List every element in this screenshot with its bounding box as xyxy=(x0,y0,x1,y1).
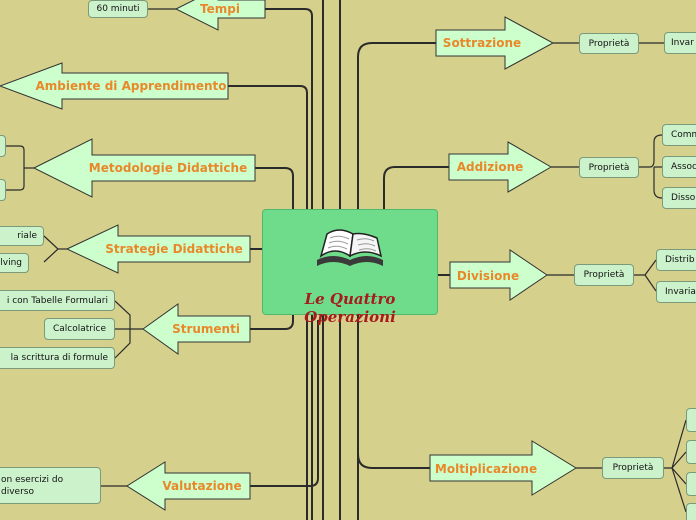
branch-label-sottrazione[interactable]: Sottrazione xyxy=(442,36,522,50)
leaf-moltiplicazione-0[interactable] xyxy=(686,408,696,432)
leaf-moltiplicazione-3[interactable] xyxy=(686,503,696,520)
arrow-tempi xyxy=(174,0,266,31)
branch-label-strumenti[interactable]: Strumenti xyxy=(172,322,240,336)
arrow-addizione xyxy=(448,141,552,193)
leaf-addizione-1[interactable]: Assoc xyxy=(662,156,696,178)
branch-label-strategie[interactable]: Strategie Didattiche xyxy=(105,242,243,256)
central-topic[interactable]: Le Quattro Operazioni xyxy=(262,209,438,326)
leaf-strategie-1[interactable]: lving xyxy=(0,253,29,273)
central-title: Le Quattro Operazioni xyxy=(304,290,396,326)
leaf-divisione-0[interactable]: Distrib xyxy=(656,249,696,271)
arrow-sottrazione xyxy=(435,16,555,70)
leaf-addizione-0[interactable]: Comm xyxy=(662,124,696,146)
arrow-metodologie xyxy=(32,138,256,198)
branch-label-metodologie[interactable]: Metodologie Didattiche xyxy=(88,161,248,175)
arrow-valutazione xyxy=(126,461,251,511)
branch-label-valutazione[interactable]: Valutazione xyxy=(162,479,242,493)
branch-label-ambiente[interactable]: Ambiente di Apprendimento xyxy=(35,79,227,93)
open-book-icon xyxy=(317,229,383,266)
branch-label-tempi[interactable]: Tempi xyxy=(200,2,240,16)
arrow-strategie xyxy=(65,224,251,274)
leaf-divisione-1[interactable]: Invaria xyxy=(656,281,696,303)
arrow-moltiplicazione xyxy=(429,440,577,496)
property-divisione[interactable]: Proprietà xyxy=(574,264,634,286)
leaf-metodologie-1[interactable] xyxy=(0,179,6,201)
leaf-valutazione-0[interactable]: on esercizi do diverso xyxy=(0,467,101,504)
arrow-strumenti xyxy=(142,303,251,355)
leaf-strumenti-2[interactable]: la scrittura di formule xyxy=(0,347,115,369)
arrow-ambiente xyxy=(0,62,229,110)
leaf-strumenti-0[interactable]: i con Tabelle Formulari xyxy=(0,290,115,311)
leaf-metodologie-0[interactable] xyxy=(0,135,6,157)
leaf-strumenti-1[interactable]: Calcolatrice xyxy=(44,318,115,340)
branch-label-addizione[interactable]: Addizione xyxy=(456,160,524,174)
leaf-strategie-0[interactable]: riale xyxy=(0,226,44,246)
leaf-addizione-2[interactable]: Disso xyxy=(662,187,696,209)
branch-label-moltiplicazione[interactable]: Moltiplicazione xyxy=(434,462,538,476)
property-sottrazione[interactable]: Proprietà xyxy=(579,33,639,54)
leaf-tempi-0[interactable]: 60 minuti xyxy=(88,0,148,18)
leaf-moltiplicazione-2[interactable] xyxy=(686,472,696,496)
arrow-divisione xyxy=(449,249,548,301)
property-addizione[interactable]: Proprietà xyxy=(579,157,639,178)
leaf-sottrazione-0[interactable]: Invar xyxy=(664,32,696,54)
branch-label-divisione[interactable]: Divisione xyxy=(456,269,520,283)
property-moltiplicazione[interactable]: Proprietà xyxy=(602,457,664,479)
leaf-moltiplicazione-1[interactable] xyxy=(686,440,696,464)
